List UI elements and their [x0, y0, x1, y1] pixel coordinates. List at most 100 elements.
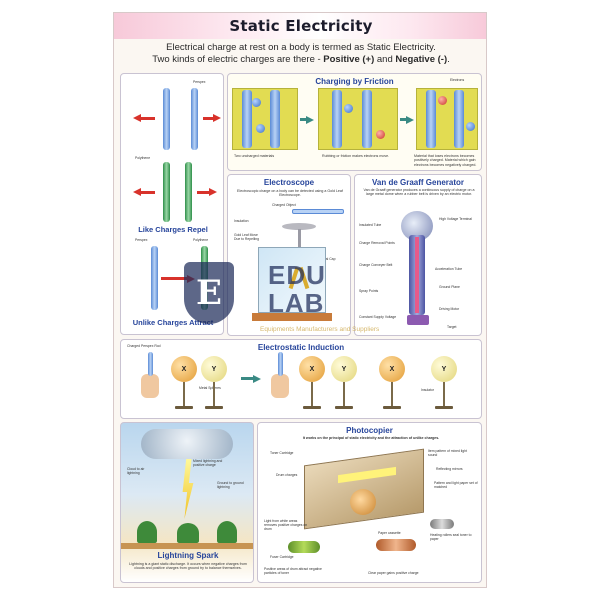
- electroscope-title: Electroscope: [263, 178, 315, 187]
- label-drum: Drum charges: [276, 473, 298, 477]
- intro-positive: Positive (+): [323, 54, 375, 65]
- label-perspex-top: Perspex: [193, 80, 206, 84]
- friction-tile-2: [318, 88, 398, 150]
- sphere-y-2: Y: [331, 356, 357, 382]
- heating-roller: [430, 519, 454, 529]
- sphere-x-2: X: [299, 356, 325, 382]
- watermark-subtitle: Equipments Manufacturers and Suppliers: [260, 326, 380, 333]
- electron-atom-5: [438, 96, 447, 105]
- ground-strip: [121, 543, 253, 549]
- label-clear-paper: Clear paper gains positive charge: [368, 571, 419, 575]
- sphere-x-1: X: [171, 356, 197, 382]
- friction-arrow-1-shaft: [300, 118, 306, 121]
- rod-blue-right: [191, 88, 198, 150]
- palm-tree-2: [177, 523, 199, 543]
- intro-and: and: [374, 54, 396, 65]
- label-heating: Heating rollers seal toner to paper: [430, 533, 472, 541]
- label-positive-areas: Positive areas of drum attract negative …: [264, 567, 322, 575]
- induction-rod-2: [278, 352, 283, 376]
- copier-drum: [350, 489, 376, 515]
- intro-negative: Negative (-): [395, 54, 448, 65]
- label-insulation: Insulation: [234, 219, 249, 223]
- poster-intro: Electrical charge at rest on a body is t…: [120, 42, 482, 66]
- label-reflecting: Reflecting mirrors: [436, 467, 463, 471]
- label-high-voltage: High Voltage Terminal: [439, 217, 472, 221]
- hand-rod-1: [141, 374, 159, 398]
- paper-cassette: [376, 539, 416, 551]
- label-fuser: Fuser Cartridge: [270, 555, 294, 559]
- intro-line-1: Electrical charge at rest on a body is t…: [166, 42, 436, 53]
- toner-cartridge: [288, 541, 320, 553]
- attract-arrow-right-icon: [187, 274, 195, 283]
- base-y-3: [435, 406, 453, 409]
- base-x-3: [383, 406, 401, 409]
- label-pattern-paper: Pattern and light paper set of matched: [434, 481, 478, 489]
- friction-rod-1b: [270, 90, 280, 148]
- title-bar: Static Electricity: [114, 13, 486, 39]
- label-spray-points: Spray Points: [359, 289, 379, 293]
- sphere-x-3: X: [379, 356, 405, 382]
- friction-arrow-1-icon: [306, 115, 314, 124]
- photocopier-title: Photocopier: [346, 426, 393, 435]
- repel-arrow-left-2-icon: [133, 188, 141, 196]
- photocopier-panel: Photocopier It works on the principal of…: [257, 422, 482, 583]
- sphere-y-3: Y: [431, 356, 457, 382]
- static-electricity-poster: Static Electricity Electrical charge at …: [113, 12, 487, 588]
- lightning-caption: Lightning is a giant static discharge. I…: [129, 562, 247, 571]
- van-de-graaff-description: Van de Graaff generator produces a conti…: [363, 188, 475, 197]
- friction-arrow-2-icon: [406, 115, 414, 124]
- friction-caption-1: Two uncharged materials: [234, 154, 275, 158]
- induction-rod-1: [148, 352, 153, 376]
- friction-caption-3: Material that loses electrons becomes po…: [414, 154, 477, 167]
- stand-y-1: [213, 382, 215, 406]
- induction-arrow-shaft: [241, 377, 253, 380]
- charges-panel: Perspex Polythene Like Charges Repel Per…: [120, 73, 224, 335]
- label-insulator: Insulator: [421, 388, 435, 392]
- label-metal-spheres: Metal Spheres: [199, 386, 221, 390]
- rod-green-attract: [201, 246, 208, 310]
- metal-cap: [282, 223, 316, 230]
- stand-x-2: [311, 382, 313, 406]
- label-perspex-bottom: Perspex: [135, 238, 148, 242]
- label-perspex-rod: Charged Perspex Rod: [127, 344, 161, 348]
- poster-title: Static Electricity: [229, 17, 373, 35]
- base-y-1: [205, 406, 223, 409]
- base-y-2: [335, 406, 353, 409]
- label-insulated-tube: Insulated Tube: [359, 223, 382, 227]
- lightning-bolt: [182, 459, 194, 519]
- electroscope-panel: Electroscope Electroscopic charge on a b…: [227, 174, 351, 336]
- van-de-graaff-title: Van de Graaff Generator: [371, 178, 465, 187]
- stand-x-3: [391, 382, 393, 406]
- sphere-y-1: Y: [201, 356, 227, 382]
- electron-atom-3: [344, 104, 353, 113]
- repel-arrow-left-icon: [133, 114, 141, 122]
- stand-y-3: [443, 382, 445, 406]
- friction-title: Charging by Friction: [315, 77, 394, 86]
- repel-arrow-right-2-icon: [209, 188, 217, 196]
- label-toner: Toner Cartridge: [270, 451, 294, 455]
- van-de-graaff-panel: Van de Graaff Generator Van de Graaff ge…: [354, 174, 482, 336]
- label-polythene-top: Polythene: [135, 156, 151, 160]
- lightning-panel: Cloud to air lightning Mixed lightning a…: [120, 422, 254, 583]
- hand-rod-2: [271, 374, 289, 398]
- repel-arrow-left-2-shaft: [141, 190, 155, 194]
- rod-green-right: [185, 162, 192, 222]
- palm-tree-3: [217, 521, 237, 543]
- rod-green-left: [163, 162, 170, 222]
- electron-atom-6: [466, 122, 475, 131]
- stand-y-2: [343, 382, 345, 406]
- label-cloud-flash: Cloud to air lightning: [127, 467, 145, 475]
- attract-arrow-shaft: [161, 277, 189, 280]
- label-constant-supply: Constant Supply Voltage: [359, 315, 397, 319]
- friction-panel: Charging by Friction Electrons Two uncha…: [227, 73, 482, 171]
- base-x-2: [303, 406, 321, 409]
- electroscope-base: [252, 313, 332, 321]
- label-target: Target: [447, 325, 457, 329]
- friction-caption-2: Rubbing or friction makes electrons move…: [322, 154, 390, 158]
- friction-rod-2b: [362, 90, 372, 148]
- electroscope-description: Electroscopic charge on a body can be de…: [237, 189, 343, 198]
- unlike-charges-caption: Unlike Charges Attract: [132, 318, 214, 327]
- label-acceleration: Acceleration Tube: [435, 267, 463, 271]
- repel-arrow-left-shaft: [141, 116, 155, 120]
- label-charge-points: Charge Removal Points: [359, 241, 395, 245]
